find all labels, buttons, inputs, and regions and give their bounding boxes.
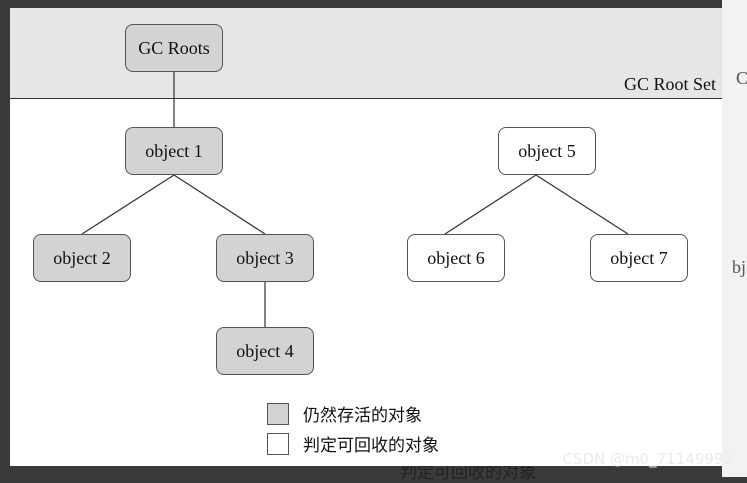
node-object-5: object 5 (498, 127, 596, 175)
background-document-strip: C bj (722, 0, 747, 477)
node-object-2: object 2 (33, 234, 131, 282)
legend-label-alive: 仍然存活的对象 (303, 406, 422, 426)
legend-item-collectable: 判定可回收的对象 (267, 431, 439, 456)
node-object-6: object 6 (407, 234, 505, 282)
gc-root-set-label: GC Root Set (623, 74, 716, 94)
legend-label-collectable: 判定可回收的对象 (303, 436, 439, 456)
node-object-7: object 7 (590, 234, 688, 282)
edge-object5-object7 (535, 174, 629, 235)
edge-object1-object2 (81, 174, 175, 235)
node-object-1: object 1 (125, 127, 223, 175)
node-gc-roots: GC Roots (125, 24, 223, 72)
reference-edges (81, 72, 629, 327)
legend-item-alive: 仍然存活的对象 (267, 401, 422, 426)
background-glyph: bj (732, 257, 747, 277)
watermark: CSDN @m0_71149992 (562, 450, 733, 468)
gc-reachability-diagram: GC Root Set GC Roots object 1 object 2 o… (10, 8, 722, 466)
legend-swatch-collectable (267, 432, 289, 455)
edge-object1-object3 (173, 174, 266, 235)
edge-object5-object6 (444, 174, 537, 235)
node-object-3: object 3 (216, 234, 314, 282)
background-glyph: C (736, 68, 747, 88)
legend-swatch-alive (267, 402, 289, 425)
node-object-4: object 4 (216, 327, 314, 375)
